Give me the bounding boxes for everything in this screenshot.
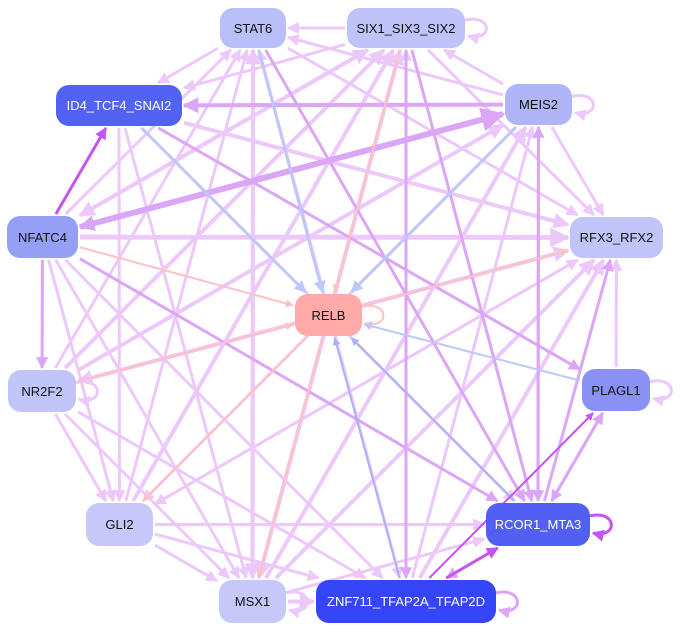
node-znf711[interactable]: ZNF711_TFAP2A_TFAP2D [316, 580, 496, 623]
edge-znf711-to-rcor1 [445, 546, 499, 580]
edge-znf711-to-rfx3 [417, 258, 606, 580]
node-meis2[interactable]: MEIS2 [505, 84, 572, 125]
edge-meis2-to-id4 [182, 97, 504, 114]
self-loop-edge [589, 513, 613, 542]
node-label: NR2F2 [21, 383, 63, 399]
edge-stat6-to-relb [257, 49, 326, 294]
edge-znf711-to-plagl1 [428, 412, 594, 579]
edge-meis2-to-six1 [443, 48, 504, 86]
node-id4[interactable]: ID4_TCF4_SNAI2 [56, 85, 182, 126]
node-label: GLI2 [105, 517, 134, 532]
node-msx1[interactable]: MSX1 [219, 580, 286, 623]
node-label: RFX3_RFX2 [579, 230, 654, 245]
edge-nr2f2-to-meis2 [77, 123, 505, 372]
edge-gli2-to-msx1 [154, 543, 219, 583]
node-rcor1[interactable]: RCOR1_MTA3 [486, 503, 590, 546]
edge-id4-to-relb [140, 126, 307, 294]
edge-nfatc4-to-relb [79, 246, 294, 308]
node-label: NFATC4 [18, 229, 67, 245]
edge-relb-to-msx1 [256, 337, 324, 579]
edge-six1-to-nfatc4 [78, 48, 369, 218]
node-label: ID4_TCF4_SNAI2 [66, 98, 172, 113]
edge-rcor1-to-relb [350, 337, 516, 502]
edge-meis2-to-rfx3 [550, 126, 605, 217]
node-plagl1[interactable]: PLAGL1 [582, 369, 650, 411]
self-loop-edge [464, 17, 488, 45]
node-relb[interactable]: RELB [295, 294, 362, 336]
node-label: MSX1 [234, 594, 271, 609]
edge-plagl1-to-rcor1 [550, 412, 604, 503]
node-label: STAT6 [233, 20, 273, 36]
node-label: RELB [311, 307, 346, 323]
edge-stat6-to-rcor1 [264, 49, 526, 503]
self-loop-edge [361, 304, 385, 329]
self-loop-edge [649, 379, 673, 407]
edge-nfatc4-to-id4 [54, 126, 108, 215]
node-label: MEIS2 [518, 97, 558, 112]
node-label: ZNF711_TFAP2A_TFAP2D [327, 594, 485, 609]
edge-relb-to-gli2 [142, 337, 307, 502]
edge-meis2-to-relb [350, 125, 518, 294]
edge-gli2-to-znf711 [154, 532, 320, 581]
self-loop-edge [495, 590, 519, 619]
self-loop-edge [571, 93, 595, 122]
edge-stat6-to-id4 [156, 46, 219, 85]
edge-gli2-to-six1 [131, 48, 396, 502]
edge-six1-to-relb [332, 49, 402, 293]
edge-id4-to-rfx3 [183, 120, 570, 229]
node-nr2f2[interactable]: NR2F2 [8, 370, 76, 412]
node-label: SIX1_SIX3_SIX2 [356, 20, 456, 36]
node-six1[interactable]: SIX1_SIX3_SIX2 [347, 8, 465, 48]
node-rfx3[interactable]: RFX3_RFX2 [570, 217, 663, 258]
edge-znf711-to-relb [332, 337, 401, 579]
edge-nr2f2-to-znf711 [77, 410, 367, 580]
edge-nfatc4-to-rcor1 [79, 257, 499, 503]
node-nfatc4[interactable]: NFATC4 [7, 216, 78, 258]
node-label: PLAGL1 [591, 382, 641, 398]
node-stat6[interactable]: STAT6 [220, 8, 286, 48]
edge-id4-to-plagl1 [157, 126, 582, 371]
edge-nr2f2-to-relb [77, 322, 294, 383]
edge-relb-to-rfx3 [363, 248, 569, 307]
edge-nr2f2-to-gli2 [54, 413, 108, 503]
node-label: RCOR1_MTA3 [494, 517, 582, 532]
edge-plagl1-to-relb [363, 322, 581, 382]
node-gli2[interactable]: GLI2 [86, 503, 153, 546]
edge-rfx3-to-gli2 [153, 258, 579, 506]
edge-nfatc4-to-stat6 [64, 48, 232, 216]
